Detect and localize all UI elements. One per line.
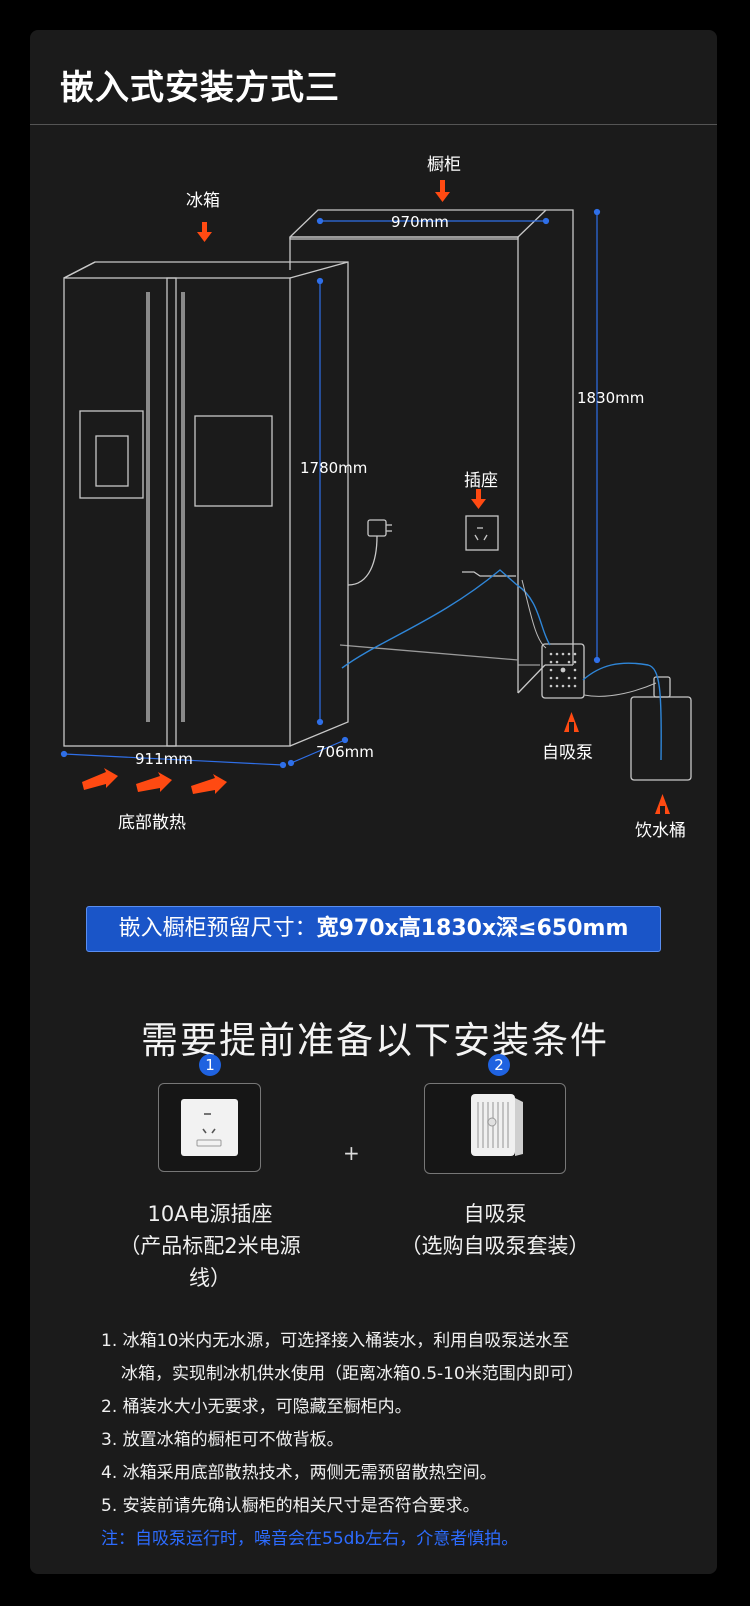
fridge-outline bbox=[63, 261, 349, 747]
water-bucket-icon bbox=[630, 676, 692, 781]
pump-label: 自吸泵 bbox=[542, 743, 593, 763]
page-title: 嵌入式安装方式三 bbox=[60, 68, 340, 108]
prep-heading: 需要提前准备以下安装条件 bbox=[141, 1019, 609, 1062]
item-1-caption: 10A电源插座 （产品标配2米电源线） bbox=[110, 1198, 310, 1294]
item-2-subtitle: （选购自吸泵套装） bbox=[400, 1234, 590, 1258]
note-4: 4. 冰箱采用底部散热技术，两侧无需预留散热空间。 bbox=[101, 1463, 497, 1483]
item-1-subtitle: （产品标配2米电源线） bbox=[119, 1234, 301, 1290]
fridge-depth-dim: 706mm bbox=[316, 743, 374, 761]
cabinet-outline bbox=[289, 209, 574, 694]
installation-diagram bbox=[60, 180, 692, 814]
arrows bbox=[82, 180, 670, 814]
fridge-width-dim: 911mm bbox=[135, 750, 193, 768]
notes-list: 1. 冰箱10米内无水源，可选择接入桶装水，利用自吸泵送水至 冰箱，实现制冰机供… bbox=[101, 1325, 584, 1556]
socket-label: 插座 bbox=[464, 471, 498, 491]
heat-label: 底部散热 bbox=[118, 813, 186, 833]
pump-icon bbox=[541, 643, 585, 699]
socket-card bbox=[158, 1083, 261, 1172]
cabinet-height-dim: 1830mm bbox=[577, 389, 645, 407]
cabinet-size-banner: 嵌入橱柜预留尺寸：宽970x高1830x深≤650mm bbox=[86, 906, 661, 952]
water-tube bbox=[341, 569, 662, 761]
banner-value: 宽970x高1830x深≤650mm bbox=[316, 916, 629, 941]
arrow-down-icon bbox=[471, 489, 486, 509]
content-card bbox=[30, 30, 717, 1574]
dimension-lines bbox=[60, 208, 601, 769]
step-badge-2: 2 bbox=[488, 1054, 510, 1076]
heat-arrow-icon bbox=[82, 768, 118, 790]
fridge-height-dim: 1780mm bbox=[300, 459, 368, 477]
pump-icon bbox=[471, 1094, 523, 1156]
arrow-down-icon bbox=[197, 222, 212, 242]
note-1: 1. 冰箱10米内无水源，可选择接入桶装水，利用自吸泵送水至 bbox=[101, 1331, 570, 1351]
pump-card bbox=[424, 1083, 566, 1174]
arrow-up-icon bbox=[564, 712, 579, 732]
heat-arrow-icon bbox=[136, 772, 172, 792]
note-2: 2. 桶装水大小无要求，可隐藏至橱柜内。 bbox=[101, 1397, 412, 1417]
item-2-title: 自吸泵 bbox=[463, 1202, 527, 1226]
banner-prefix: 嵌入橱柜预留尺寸： bbox=[118, 916, 317, 941]
fridge-label: 冰箱 bbox=[186, 191, 220, 211]
arrow-down-icon bbox=[435, 180, 450, 202]
pump-wire bbox=[518, 579, 657, 697]
noise-warning: 注：自吸泵运行时，噪音会在55db左右，介意者慎拍。 bbox=[101, 1529, 519, 1549]
heat-arrow-icon bbox=[191, 774, 227, 794]
title-divider bbox=[30, 124, 717, 125]
item-1-title: 10A电源插座 bbox=[147, 1202, 273, 1226]
step-badge-1: 1 bbox=[199, 1054, 221, 1076]
arrow-up-icon bbox=[655, 794, 670, 814]
cabinet-label: 橱柜 bbox=[427, 155, 461, 175]
note-3: 3. 放置冰箱的橱柜可不做背板。 bbox=[101, 1430, 344, 1450]
pump-grille bbox=[549, 652, 577, 688]
socket-icon bbox=[465, 515, 499, 551]
item-2-caption: 自吸泵 （选购自吸泵套装） bbox=[390, 1198, 600, 1262]
note-5: 5. 安装前请先确认橱柜的相关尺寸是否符合要求。 bbox=[101, 1496, 480, 1516]
plus-sign: + bbox=[343, 1141, 360, 1165]
bucket-label: 饮水桶 bbox=[635, 821, 686, 841]
note-1-cont: 冰箱，实现制冰机供水使用（距离冰箱0.5-10米范围内即可） bbox=[121, 1364, 584, 1384]
cabinet-width-dim: 970mm bbox=[391, 213, 449, 231]
power-plug-icon bbox=[347, 519, 516, 586]
wall-socket-icon bbox=[181, 1099, 238, 1156]
